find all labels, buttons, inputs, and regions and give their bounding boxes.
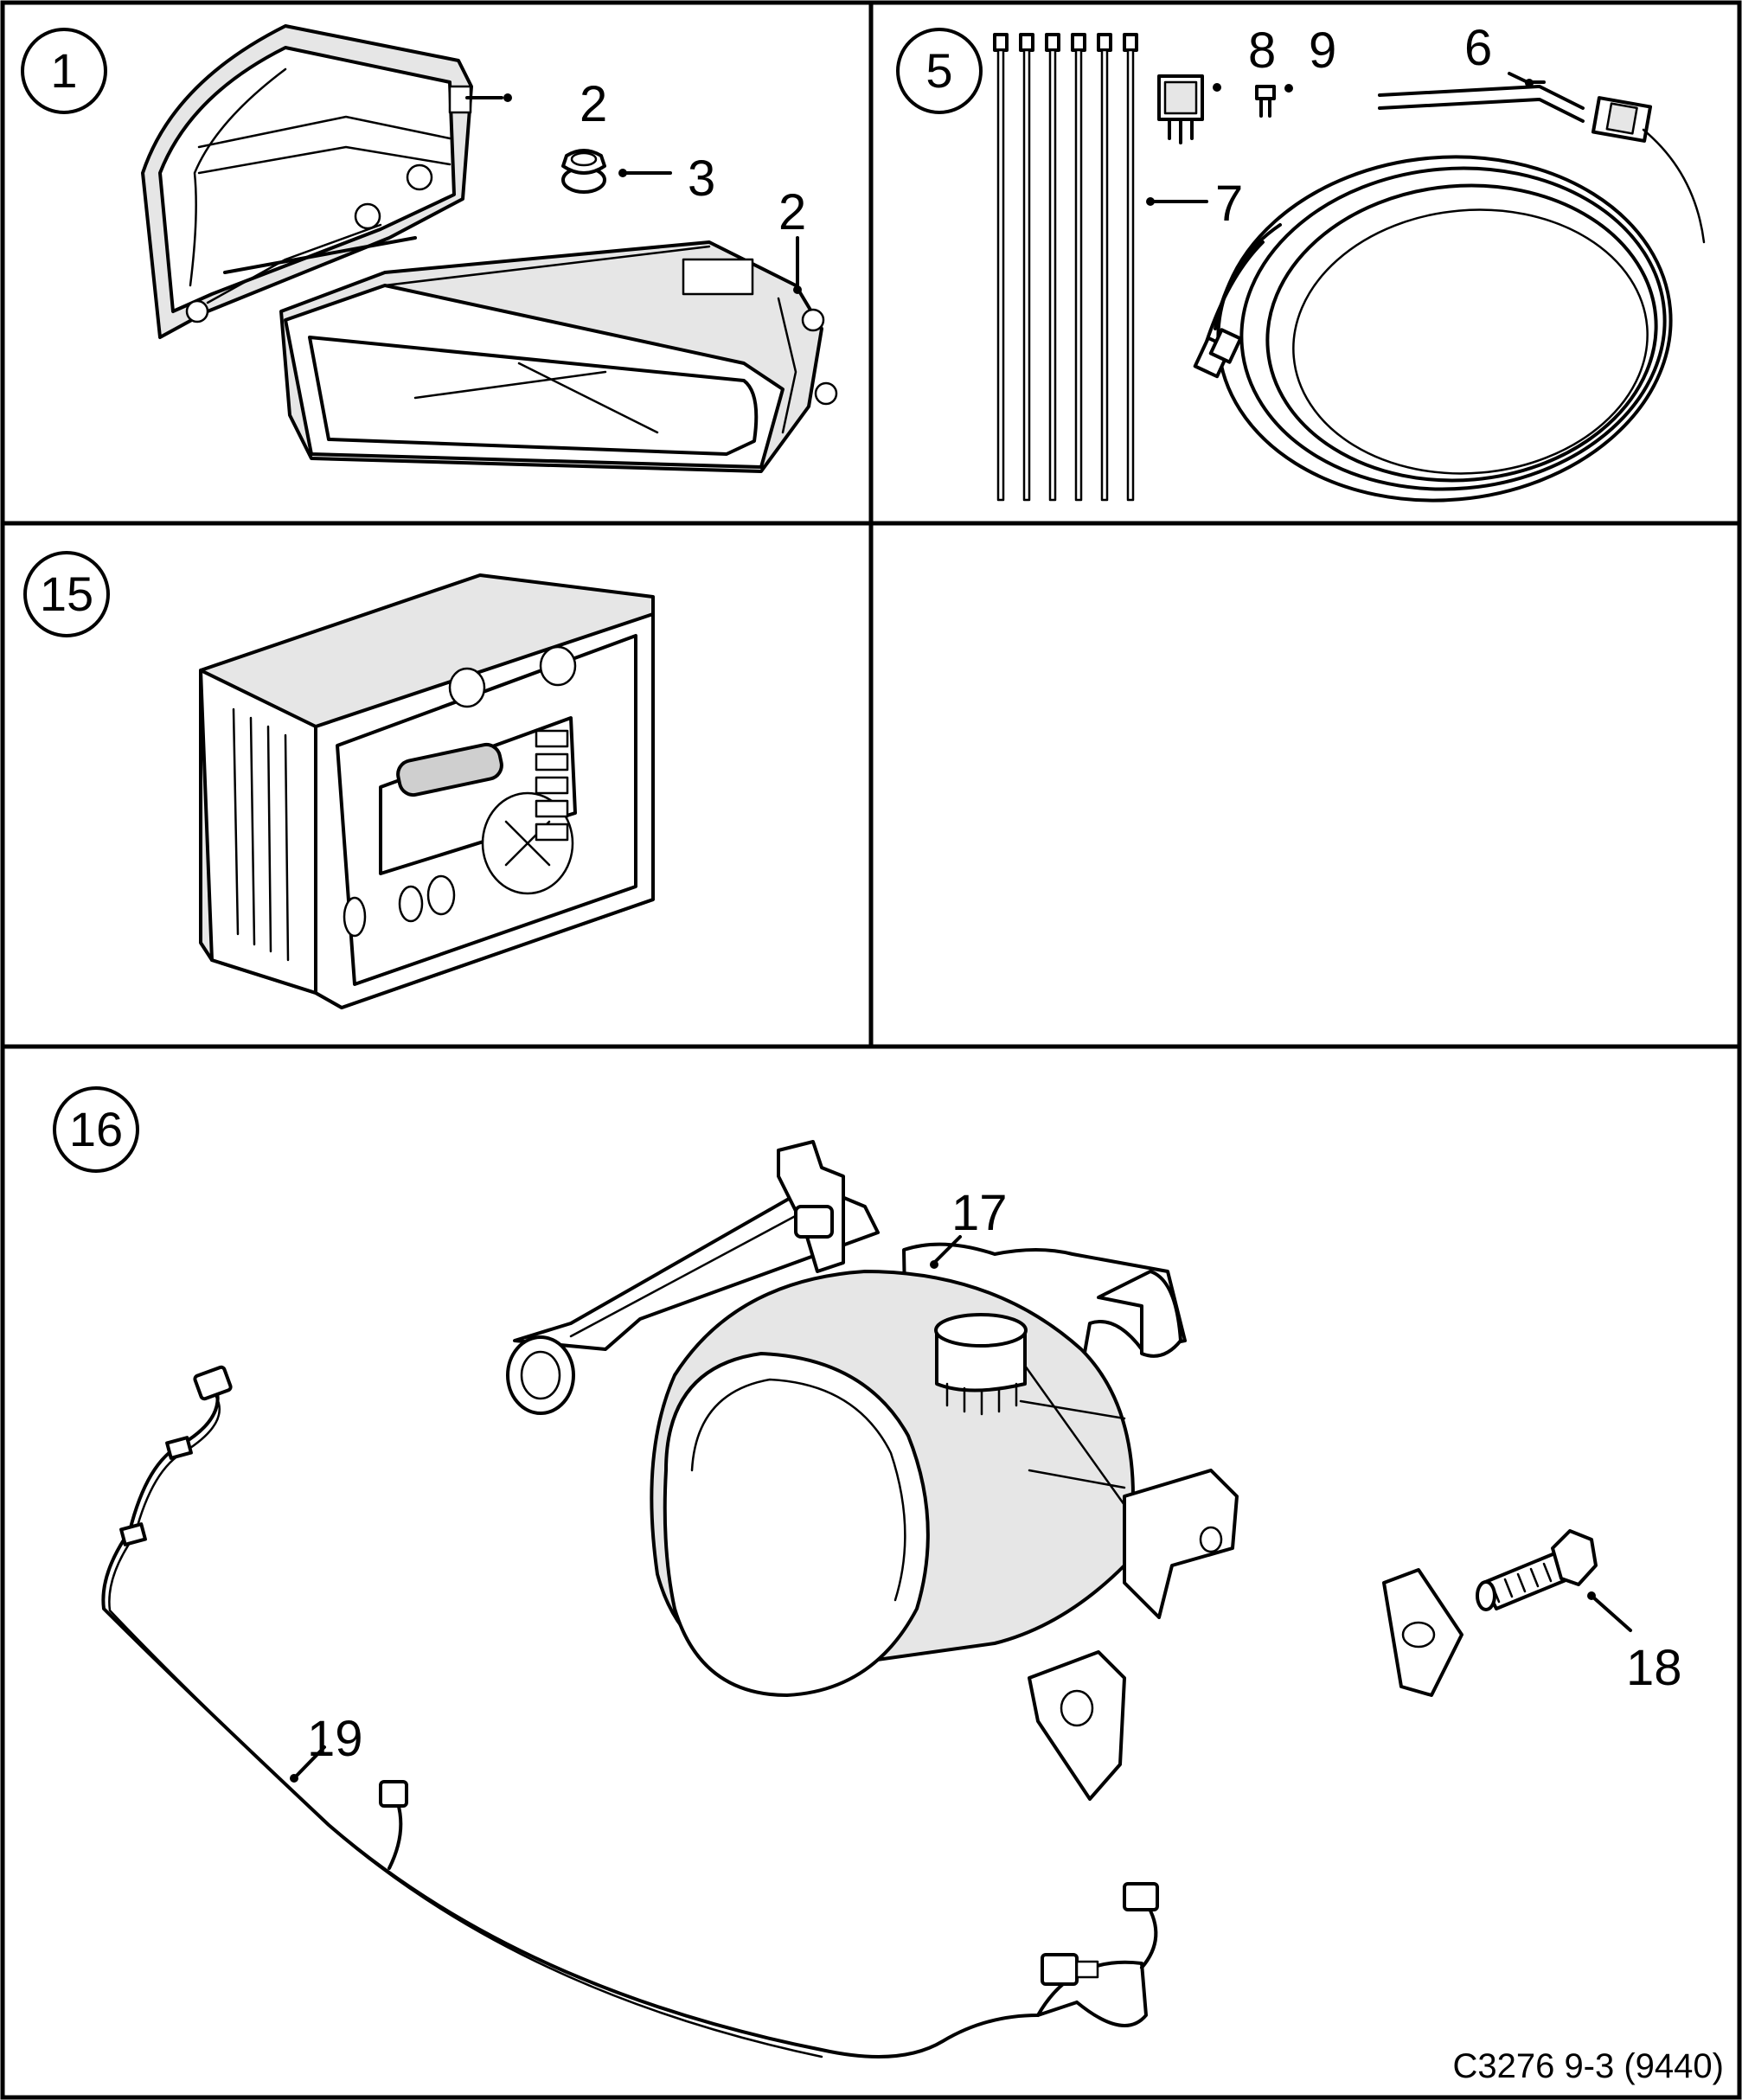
callout-17: 17	[951, 1185, 1008, 1241]
panel-badge-16: 16	[53, 1086, 139, 1173]
callout-9: 9	[1309, 22, 1336, 79]
panel-badge-1: 1	[21, 28, 107, 114]
panel-badge-15: 15	[23, 551, 110, 637]
callout-2b: 2	[778, 184, 806, 240]
panel-badge-label: 15	[40, 567, 93, 621]
fog-lamp-cover-rear	[141, 24, 512, 339]
cable-tie	[1071, 33, 1086, 502]
document-code: C3276 9-3 (9440)	[1452, 2047, 1724, 2085]
headlamp-unit-part-15	[199, 573, 655, 1009]
fog-lamp-cover-front	[279, 236, 838, 473]
panel-badge-5: 5	[896, 28, 983, 114]
fog-lamp-assembly-part-17	[506, 1140, 1239, 1801]
fuse-part-9	[1255, 84, 1293, 118]
cable-tie	[1097, 33, 1112, 502]
nut-part-3	[561, 149, 672, 194]
callout-8: 8	[1248, 22, 1276, 79]
callout-19: 19	[307, 1711, 363, 1767]
screw-part-18	[1382, 1529, 1632, 1697]
cable-tie	[1019, 33, 1034, 502]
panel-badge-label: 16	[69, 1102, 123, 1156]
relay-part-8	[1157, 74, 1221, 144]
headlamp-vertical-hatching	[232, 707, 290, 962]
cable-ties-part-7	[993, 33, 1208, 502]
callout-6: 6	[1464, 20, 1492, 76]
cable-tie	[1045, 33, 1060, 502]
callout-7: 7	[1215, 176, 1243, 232]
headlamp-tab-stack	[535, 729, 569, 842]
cable-tie	[1123, 33, 1138, 502]
callout-2a: 2	[580, 76, 607, 132]
callout-3: 3	[688, 150, 715, 207]
wiring-harness-part-6	[1193, 72, 1706, 503]
panel-badge-label: 1	[50, 43, 77, 98]
callout-18: 18	[1626, 1640, 1682, 1696]
fog-lamp-bulb-socket	[934, 1313, 1028, 1416]
cable-tie	[993, 33, 1009, 502]
wiring-harness-part-19	[101, 1365, 1159, 2058]
panel-badge-label: 5	[925, 43, 952, 98]
